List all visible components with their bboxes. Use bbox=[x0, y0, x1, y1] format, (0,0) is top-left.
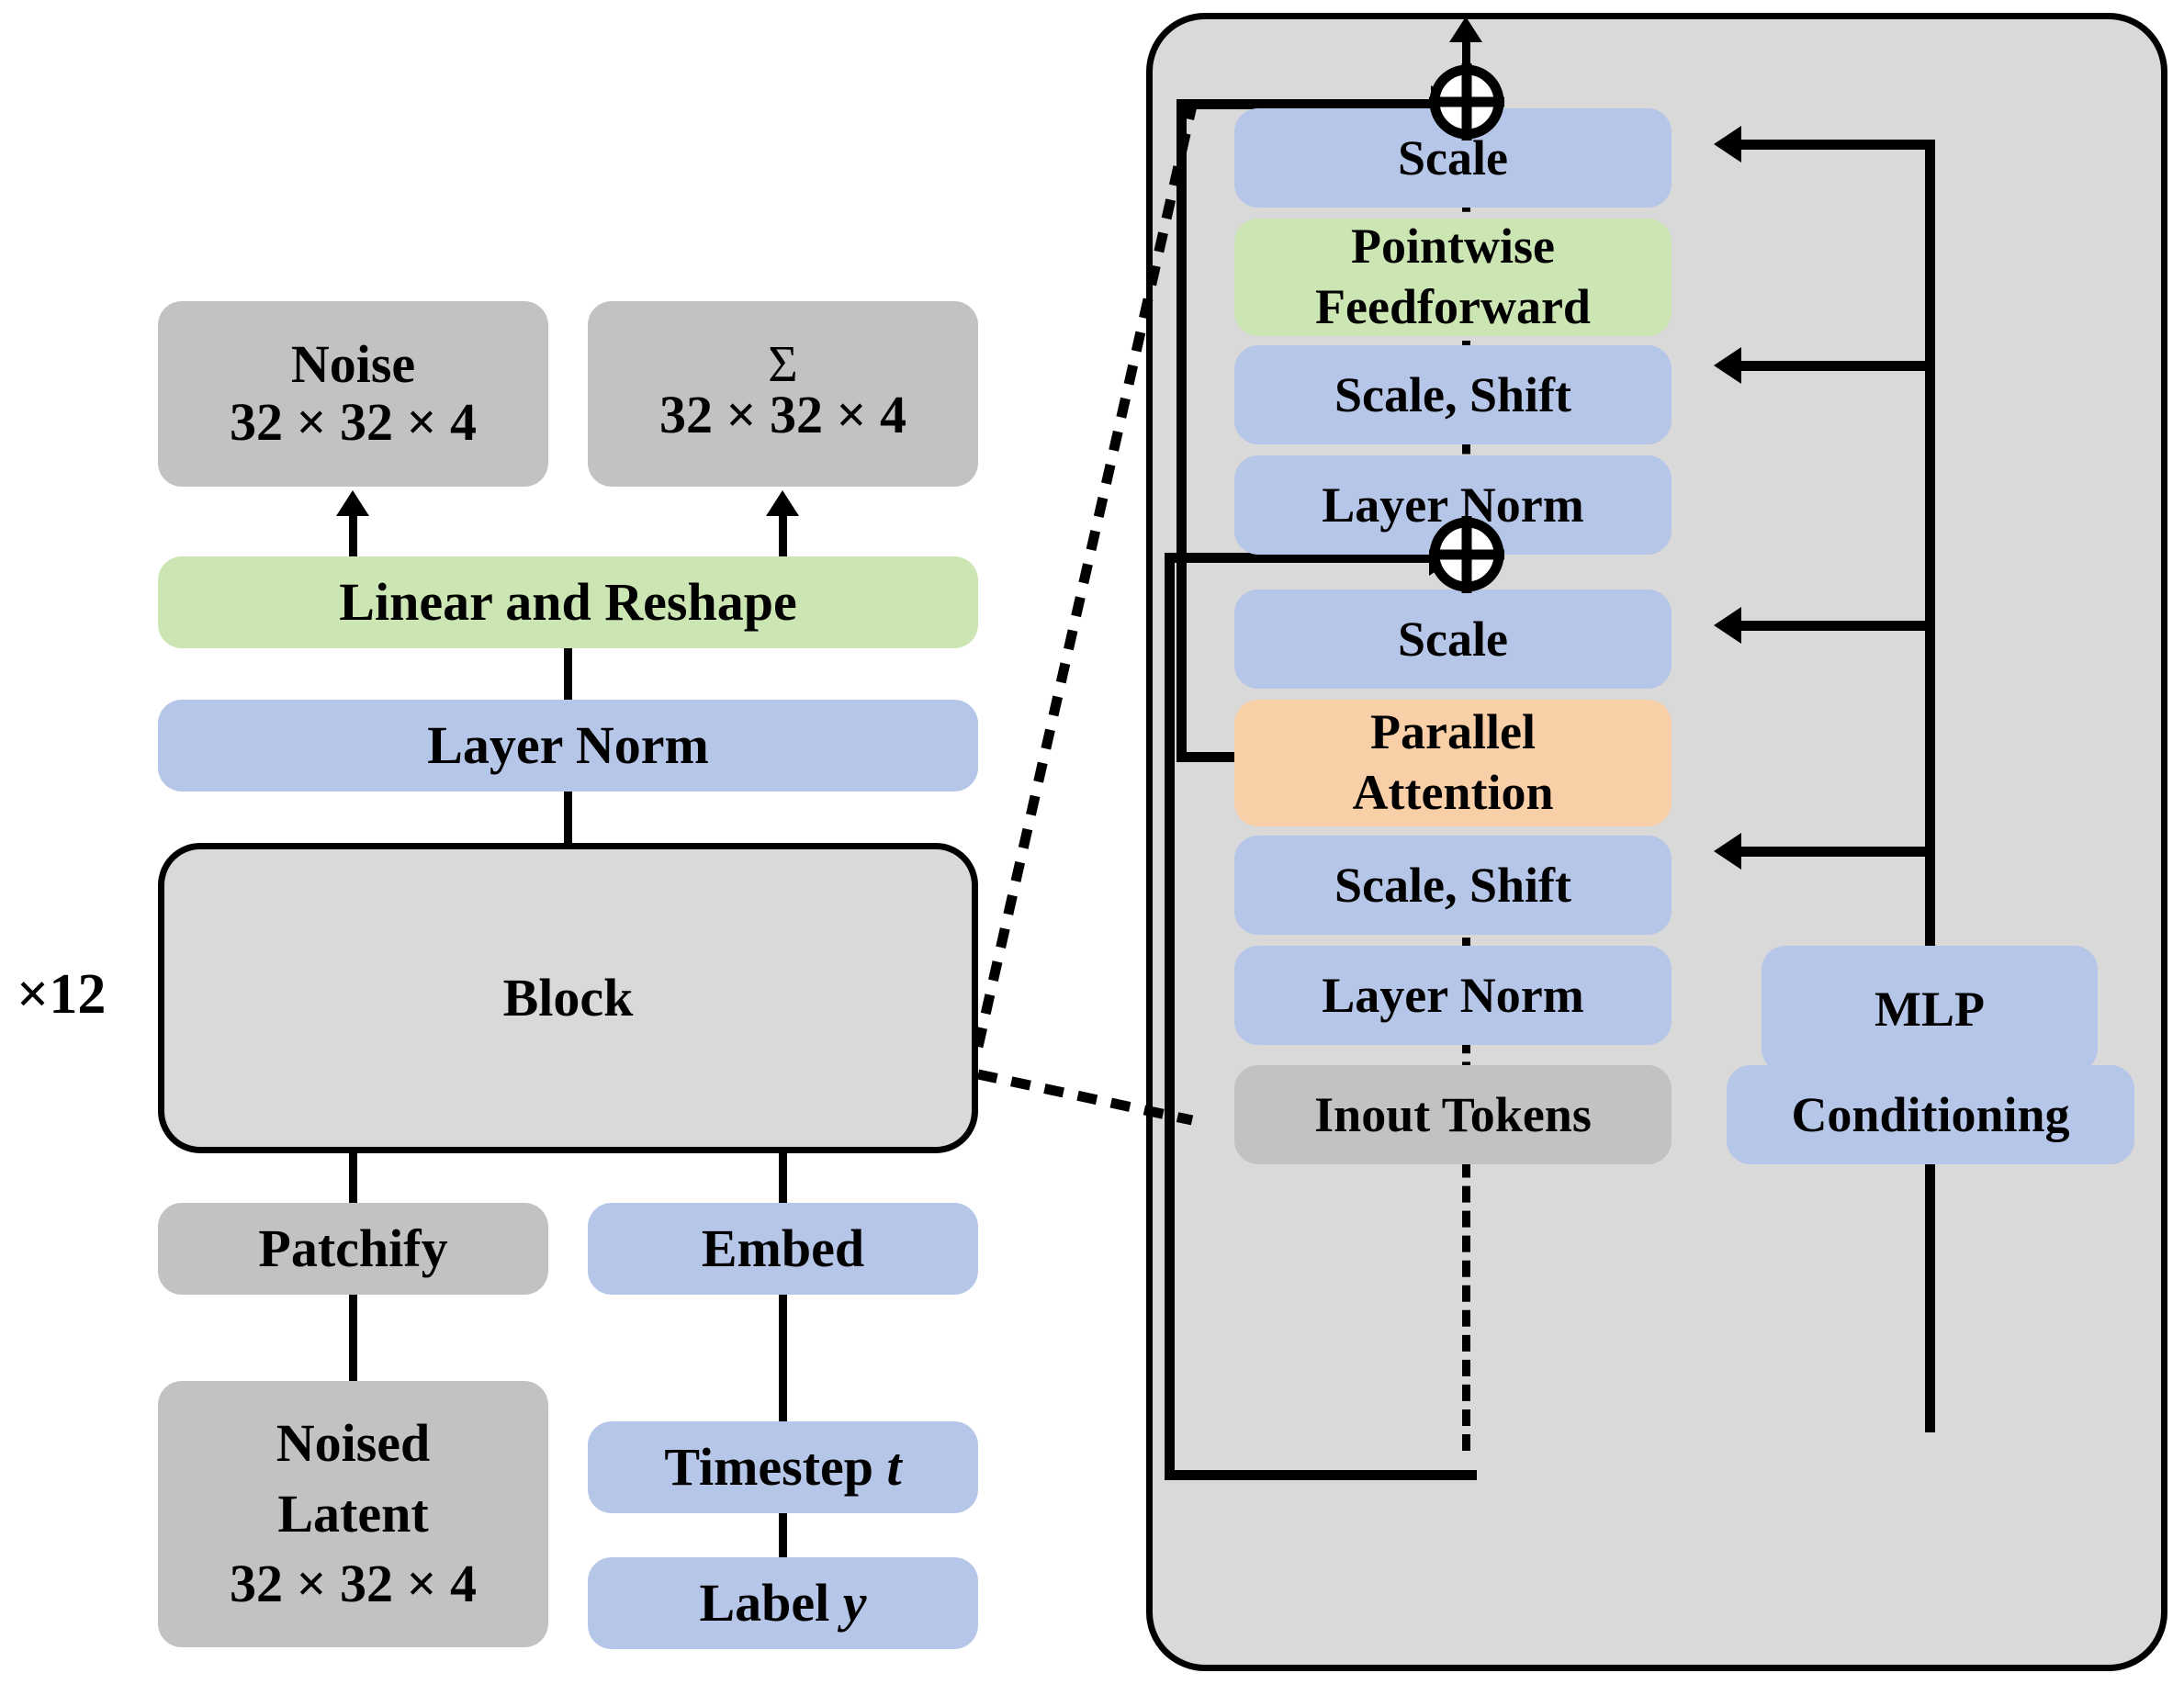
node-attn-layer-norm: Layer Norm bbox=[1234, 946, 1672, 1045]
node-noised-latent: Noised Latent 32 × 32 × 4 bbox=[158, 1381, 548, 1647]
repeat-count-label: ×12 bbox=[17, 963, 107, 1026]
connector-linear-to-sigma bbox=[779, 507, 787, 564]
node-sigma-symbol: Σ bbox=[768, 336, 798, 394]
node-attn-layer-norm-label: Layer Norm bbox=[1322, 967, 1584, 1023]
node-embed: Embed bbox=[588, 1203, 978, 1295]
residual-add-bottom-icon bbox=[1424, 512, 1509, 597]
residual-rail-attention bbox=[1165, 553, 1175, 1480]
node-attn-scale-shift: Scale, Shift bbox=[1234, 836, 1672, 935]
arrowhead-conditioning-attn-scale bbox=[1714, 607, 1741, 644]
node-ff-scale-label: Scale bbox=[1398, 129, 1508, 185]
node-linear-and-reshape: Linear and Reshape bbox=[158, 556, 978, 648]
node-attn-scale-shift-label: Scale, Shift bbox=[1334, 857, 1571, 913]
node-block-label: Block bbox=[502, 967, 634, 1027]
arrowhead-conditioning-ff-scale bbox=[1714, 126, 1741, 163]
node-layer-norm-final-label: Layer Norm bbox=[427, 714, 709, 775]
node-layer-norm-final: Layer Norm bbox=[158, 700, 978, 791]
residual-rail-attention-bottom bbox=[1165, 1470, 1477, 1480]
node-pointwise-feedforward-line1: Pointwise bbox=[1351, 219, 1555, 275]
node-timestep: Timestep t bbox=[588, 1421, 978, 1513]
node-mlp-label: MLP bbox=[1874, 981, 1985, 1037]
arrowhead-linear-to-noise bbox=[336, 490, 369, 516]
node-parallel-attention-line2: Attention bbox=[1352, 765, 1554, 820]
arrowhead-panel-output bbox=[1449, 17, 1482, 42]
arrowhead-conditioning-attn-scale-shift bbox=[1714, 833, 1741, 870]
node-pointwise-feedforward-line2: Feedforward bbox=[1315, 279, 1591, 334]
node-parallel-attention: Parallel Attention bbox=[1234, 700, 1672, 826]
connector-linear-to-noise bbox=[349, 507, 357, 564]
residual-rail-attention-top bbox=[1165, 553, 1440, 563]
node-timestep-label: Timestep bbox=[664, 1436, 887, 1497]
conditioning-branch-attn-scale bbox=[1741, 621, 1931, 631]
connector-patchify-to-block bbox=[349, 1151, 357, 1208]
node-noise-line1: Noise bbox=[290, 334, 416, 395]
node-label-y-variable: y bbox=[842, 1572, 867, 1633]
node-mlp: MLP bbox=[1762, 946, 2098, 1072]
node-noise-line2: 32 × 32 × 4 bbox=[229, 392, 478, 452]
arrowhead-linear-to-sigma bbox=[766, 490, 799, 516]
residual-add-top-icon bbox=[1424, 60, 1509, 144]
node-noised-latent-line1: Noised bbox=[276, 1413, 431, 1474]
node-inout-tokens: Inout Tokens bbox=[1234, 1065, 1672, 1164]
connector-label-to-timestep bbox=[779, 1513, 787, 1563]
node-patchify-label: Patchify bbox=[258, 1218, 448, 1278]
connector-layernorm-to-linear bbox=[564, 648, 572, 700]
node-sigma: Σ 32 × 32 × 4 bbox=[588, 301, 978, 487]
node-block: Block bbox=[158, 843, 978, 1153]
node-sigma-line2: 32 × 32 × 4 bbox=[659, 385, 907, 445]
connector-timestep-to-embed bbox=[779, 1295, 787, 1423]
connector-block-to-layernorm bbox=[564, 791, 572, 847]
node-ff-scale-shift-label: Scale, Shift bbox=[1334, 366, 1571, 422]
node-parallel-attention-line1: Parallel bbox=[1370, 704, 1536, 760]
node-conditioning-label: Conditioning bbox=[1791, 1086, 2070, 1142]
node-label-y-label: Label bbox=[699, 1572, 843, 1633]
node-timestep-variable: t bbox=[886, 1436, 902, 1497]
node-embed-label: Embed bbox=[701, 1218, 865, 1278]
node-attn-scale: Scale bbox=[1234, 589, 1672, 689]
node-noised-latent-line3: 32 × 32 × 4 bbox=[229, 1554, 478, 1614]
expansion-leader-lines bbox=[955, 18, 1231, 1148]
conditioning-rail bbox=[1925, 140, 1935, 1432]
node-inout-tokens-label: Inout Tokens bbox=[1314, 1086, 1592, 1142]
conditioning-branch-ff-scale bbox=[1741, 140, 1931, 150]
node-noise: Noise 32 × 32 × 4 bbox=[158, 301, 548, 487]
node-linear-and-reshape-label: Linear and Reshape bbox=[339, 571, 797, 632]
node-noised-latent-line2: Latent bbox=[277, 1483, 429, 1544]
node-attn-scale-label: Scale bbox=[1398, 611, 1508, 667]
node-pointwise-feedforward: Pointwise Feedforward bbox=[1234, 219, 1672, 336]
conditioning-branch-attn-scale-shift bbox=[1741, 847, 1931, 857]
connector-noisedlatent-to-patchify bbox=[349, 1295, 357, 1386]
arrowhead-conditioning-ff-scale-shift bbox=[1714, 347, 1741, 384]
node-label-y: Label y bbox=[588, 1557, 978, 1649]
node-ff-scale-shift: Scale, Shift bbox=[1234, 345, 1672, 444]
conditioning-branch-ff-scale-shift bbox=[1741, 361, 1931, 371]
node-conditioning: Conditioning bbox=[1727, 1065, 2134, 1164]
residual-rail-feedforward bbox=[1176, 99, 1187, 762]
residual-rail-feedforward-top bbox=[1176, 99, 1443, 109]
node-ff-scale: Scale bbox=[1234, 108, 1672, 208]
node-patchify: Patchify bbox=[158, 1203, 548, 1295]
connector-embed-to-block bbox=[779, 1151, 787, 1208]
